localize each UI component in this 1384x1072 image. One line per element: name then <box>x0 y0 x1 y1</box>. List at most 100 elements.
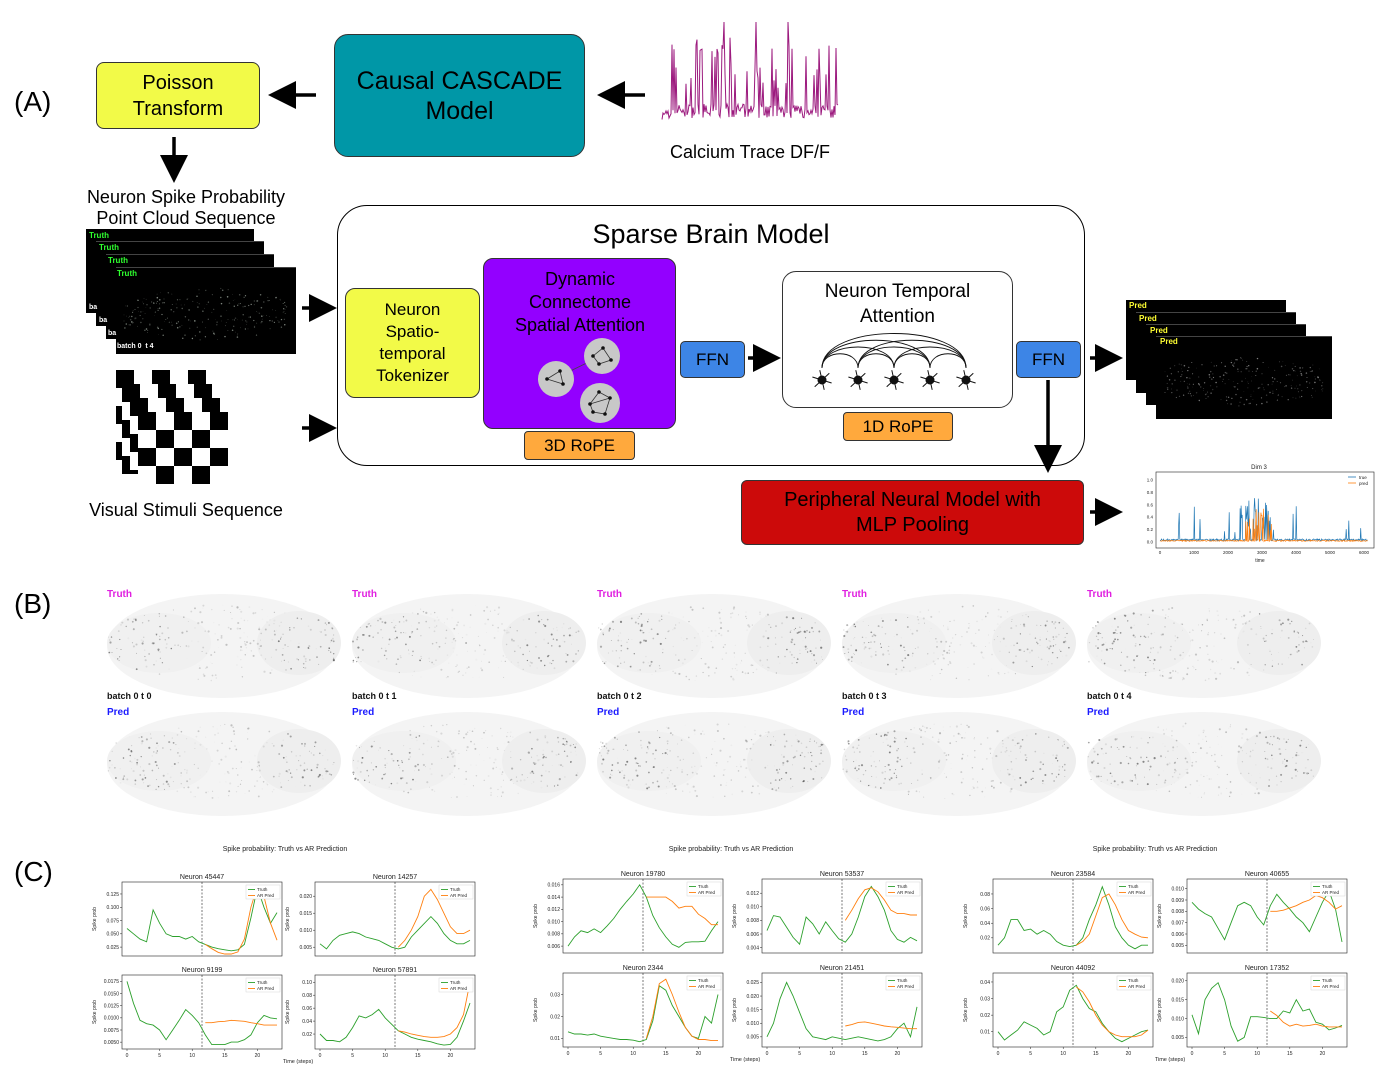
truth-series-line <box>126 981 278 1046</box>
neuron-line-chart: Neuron 535370.0040.0060.0080.0100.012Spi… <box>732 871 923 954</box>
ytick-label: 0.007 <box>1171 920 1184 926</box>
rope-3d-label: 3D RoPE <box>544 435 615 455</box>
pred-label: Pred <box>597 707 619 718</box>
ytick-label: 0.02 <box>980 936 990 942</box>
legend-pred: AR Pred <box>1128 890 1146 895</box>
ytick-label: 0.0075 <box>104 1028 120 1034</box>
ytick-label: 0.005 <box>1171 943 1184 949</box>
calcium-trace-plot <box>661 21 839 120</box>
batch-fragment-label: ba <box>108 330 117 337</box>
mini-legend-true: true <box>1359 475 1367 480</box>
pred-brain-map <box>352 712 586 816</box>
ytick-label: 0.03 <box>980 996 990 1002</box>
ytick-label: 0.015 <box>746 1007 759 1013</box>
legend-pred: AR Pred <box>257 893 275 898</box>
chart-title: Neuron 17352 <box>1245 965 1289 972</box>
peripheral-model-box: Peripheral Neural Model with MLP Pooling <box>741 480 1084 545</box>
truth-label: Truth <box>842 589 867 600</box>
sbm-arrows <box>748 344 1123 526</box>
ytick-label: 0.04 <box>302 1019 312 1025</box>
pred-brain-dots <box>1164 357 1324 407</box>
xtick-label: 20 <box>448 1053 454 1059</box>
legend-truth: Truth <box>698 884 709 889</box>
ffn-label-1: FFN <box>695 349 730 369</box>
xtick-label: 0 <box>997 1051 1000 1057</box>
truth-brain-map <box>597 594 831 698</box>
truth-brain-dots <box>123 287 288 341</box>
chart-group-title: Spike probability: Truth vs AR Predictio… <box>223 846 348 853</box>
batch-time-label: batch 0 t 4 <box>1087 691 1132 701</box>
ffn-box-1: FFN <box>680 341 745 378</box>
ytick-label: 0.014 <box>547 895 560 901</box>
connectome-graph-icon <box>538 338 620 423</box>
ytick-label: 0.010 <box>746 1021 759 1027</box>
ytick-label: 0.01 <box>980 1030 990 1036</box>
xtick-label: 10 <box>1254 1051 1260 1057</box>
xtick-label: 15 <box>222 1053 228 1059</box>
truth-series-line <box>997 885 1148 950</box>
ytick-label: 0.075 <box>106 918 119 924</box>
pred-brain-map <box>597 712 831 816</box>
ylabel: Spike prob <box>732 904 738 928</box>
pred-series-line <box>844 887 917 921</box>
pred-label-1: Pred <box>1139 314 1157 323</box>
ytick-label: 0.006 <box>1171 932 1184 938</box>
legend-truth: Truth <box>698 978 709 983</box>
truth-series-line <box>319 1002 471 1046</box>
xtick-label: 20 <box>1126 1051 1132 1057</box>
neuron-line-chart: Neuron 91990.00500.00750.01000.01250.015… <box>92 967 283 1059</box>
legend-truth: Truth <box>1128 884 1139 889</box>
pred-label: Pred <box>842 707 864 718</box>
pred-series-line <box>845 1021 917 1030</box>
truth-brain-map <box>842 594 1076 698</box>
chart-title: Neuron 40655 <box>1245 871 1289 878</box>
ytick-label: 0.01 <box>550 1036 560 1042</box>
pred-brain-map <box>107 712 341 816</box>
mini-chart-xlabel: time <box>1255 558 1265 564</box>
ytick-label: 0.005 <box>746 1035 759 1041</box>
neuron-line-chart: Neuron 214510.0050.0100.0150.0200.025Spi… <box>730 965 923 1063</box>
truth-label: Truth <box>1087 589 1112 600</box>
ytick-label: 0.0050 <box>104 1040 120 1046</box>
calcium-trace-caption: Calcium Trace DF/F <box>669 142 831 162</box>
legend-pred: AR Pred <box>257 986 275 991</box>
ylabel: Spike prob <box>92 1000 98 1024</box>
legend-pred: AR Pred <box>897 984 915 989</box>
legend-pred: AR Pred <box>1322 984 1340 989</box>
ytick-label: 0.050 <box>106 932 119 938</box>
mini-xtick: 0 <box>1159 550 1162 555</box>
mini-ytick: 1.0 <box>1147 478 1154 483</box>
xtick-label: 5 <box>798 1051 801 1057</box>
truth-brain-map <box>1087 594 1321 698</box>
truth-series-line <box>1191 889 1343 942</box>
pred-label-2: Pred <box>1150 326 1168 335</box>
neuron-line-chart: Neuron 454470.0250.0500.0750.1000.125Spi… <box>92 874 283 957</box>
legend-pred: AR Pred <box>1322 890 1340 895</box>
xtick-label: 15 <box>1287 1051 1293 1057</box>
ylabel: Spike prob <box>963 998 969 1022</box>
batch-time-label: batch 0 t 3 <box>842 691 887 701</box>
xtick-label: 0 <box>126 1053 129 1059</box>
ytick-label: 0.010 <box>1171 1016 1184 1022</box>
input-arrows <box>302 294 337 442</box>
batch-fragment-label: ba <box>99 317 108 324</box>
visual-stimuli-stack <box>116 370 228 484</box>
visual-stimuli-caption: Visual Stimuli Sequence <box>89 500 283 520</box>
neuron-line-chart: Neuron 197800.0060.0080.0100.0120.0140.0… <box>533 871 724 954</box>
ylabel: Spike prob <box>533 998 539 1022</box>
xtick-label: 10 <box>1060 1051 1066 1057</box>
ytick-label: 0.006 <box>547 944 560 950</box>
pred-label: Pred <box>352 707 374 718</box>
xlabel: Time (steps) <box>1155 1057 1186 1063</box>
mini-xtick: 4000 <box>1291 550 1302 555</box>
pred-label: Pred <box>1087 707 1109 718</box>
legend-pred: AR Pred <box>897 890 915 895</box>
truth-label: Truth <box>597 589 622 600</box>
ylabel: Spike prob <box>732 998 738 1022</box>
ytick-label: 0.005 <box>1171 1035 1184 1041</box>
ylabel: Spike prob <box>285 907 291 931</box>
truth-label-0: Truth <box>89 231 109 240</box>
xtick-label: 5 <box>158 1053 161 1059</box>
